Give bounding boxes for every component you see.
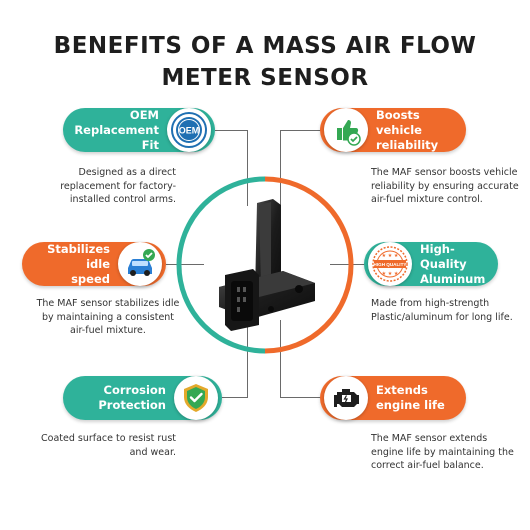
benefit-idle-pill: Stabilizes idle speed (22, 242, 166, 286)
benefit-idle-label-line-1: Stabilizes idle (47, 241, 110, 271)
connector-bottom-left (222, 320, 248, 398)
connector-top-right (280, 130, 322, 206)
benefit-engine-label-line-1: Extends (376, 383, 428, 397)
benefit-oem-description: Designed as a direct replacement for fac… (60, 167, 176, 205)
oem-badge-text: OEM (179, 126, 200, 136)
benefit-oem-label-line-1: OEM (129, 107, 159, 122)
benefit-engine-label: Extends engine life (368, 383, 456, 413)
benefit-corrosion-label-line-2: Protection (98, 398, 166, 412)
engine-icon (324, 376, 368, 420)
oem-badge-icon: OEM (167, 108, 211, 152)
car-check-icon (118, 242, 162, 286)
connector-mid-left (166, 264, 204, 265)
benefit-engine-label-line-2: engine life (376, 398, 445, 412)
svg-text:★ ★ ★: ★ ★ ★ (382, 271, 399, 277)
benefit-oem-pill: OEM Replacement Fit OEM (63, 108, 215, 152)
benefit-corrosion-label: Corrosion Protection (73, 383, 174, 413)
benefit-engine-pill: Extends engine life (320, 376, 466, 420)
benefit-idle-description: The MAF sensor stabilizes idle by mainta… (36, 298, 180, 336)
benefit-idle-label-line-2: speed (71, 271, 110, 286)
benefit-aluminum-description: Made from high-strength Plastic/aluminum… (371, 298, 513, 323)
connector-top-left (215, 130, 248, 206)
benefit-aluminum-label: High-Quality Aluminum (412, 242, 488, 287)
title-line-1: BENEFITS OF A MASS AIR FLOW (53, 33, 477, 59)
benefit-aluminum-pill: HIGH QUALITY ★ ★ ★ ★ ★ ★ High-Quality Al… (364, 242, 498, 286)
benefit-reliability-pill: Boosts vehicle reliability (320, 108, 466, 152)
benefit-idle-label: Stabilizes idle speed (32, 242, 118, 287)
title-line-2: METER SENSOR (161, 65, 369, 91)
thumbs-up-check-icon (324, 108, 368, 152)
benefit-corrosion-pill: Corrosion Protection (63, 376, 222, 420)
benefit-aluminum-label-line-1: High-Quality (420, 241, 467, 271)
benefit-reliability-label: Boosts vehicle reliability (368, 108, 456, 153)
high-quality-stamp-text: HIGH QUALITY (374, 262, 407, 267)
benefit-reliability-label-line-1: Boosts vehicle (376, 107, 422, 137)
high-quality-stamp-icon: HIGH QUALITY ★ ★ ★ ★ ★ ★ (368, 242, 412, 286)
benefit-engine-description: The MAF sensor extends engine life by ma… (371, 433, 514, 471)
benefit-reliability-label-line-2: reliability (376, 137, 439, 152)
benefit-corrosion-description: Coated surface to resist rust and wear. (41, 433, 176, 458)
svg-text:★ ★ ★: ★ ★ ★ (382, 253, 399, 259)
benefit-oem-label-line-2: Replacement Fit (74, 122, 159, 152)
shield-check-icon (174, 376, 218, 420)
benefit-aluminum-label-line-2: Aluminum (420, 271, 486, 286)
maf-sensor-image (176, 176, 354, 354)
benefit-corrosion-label-line-1: Corrosion (103, 383, 166, 397)
page-title: BENEFITS OF A MASS AIR FLOW METER SENSOR (0, 30, 530, 94)
connector-bottom-right (280, 320, 322, 398)
benefit-oem-label: OEM Replacement Fit (73, 108, 167, 153)
benefit-reliability-description: The MAF sensor boosts vehicle reliabilit… (371, 167, 519, 205)
